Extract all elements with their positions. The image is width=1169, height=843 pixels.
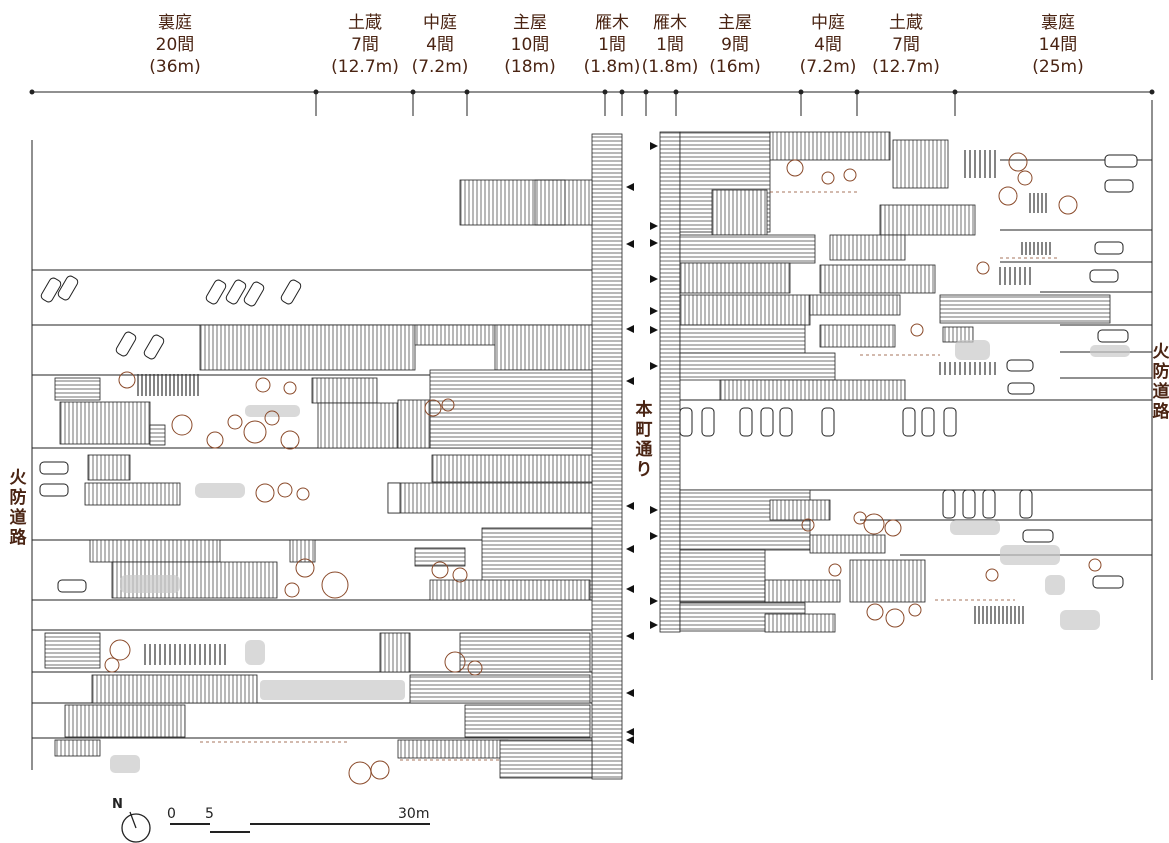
dimension-line	[29, 89, 1155, 116]
scale-label-0: 0	[167, 806, 176, 822]
shrub-rows	[200, 191, 1060, 761]
scale-bar	[170, 823, 430, 833]
north-label: N	[112, 797, 123, 812]
left-block-buildings	[44, 133, 623, 780]
right-block-buildings	[659, 131, 1111, 633]
entrance-arrows	[626, 142, 658, 744]
fire-road-left-label: 火防 道路	[9, 468, 27, 548]
gray-shading	[110, 340, 1130, 773]
north-arrow	[121, 811, 151, 843]
trees	[104, 152, 1102, 785]
scale-label-5: 5	[205, 806, 214, 822]
scale-label-30m: 30m	[398, 806, 429, 822]
main-street-label: 本町 通り	[635, 400, 653, 480]
parking-stripes	[137, 150, 1051, 665]
cars	[39, 154, 1138, 593]
fire-road-right-label: 火防 道路	[1152, 342, 1169, 422]
